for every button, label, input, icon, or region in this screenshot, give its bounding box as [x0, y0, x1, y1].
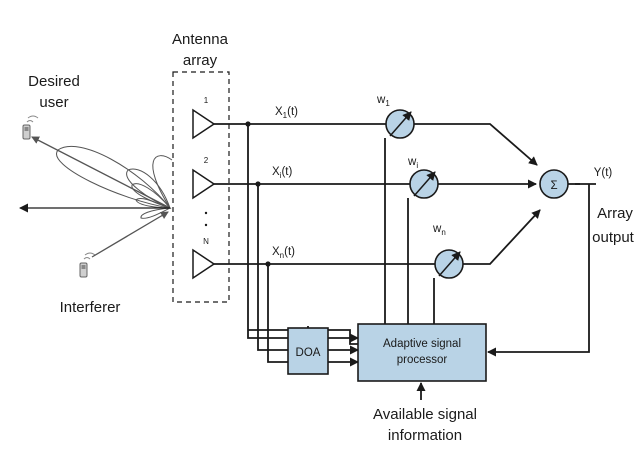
- signal-1-label: X1(t): [275, 106, 298, 120]
- signal-wires: [214, 121, 596, 400]
- antenna-element-n-number: N: [203, 237, 209, 246]
- available-info-label-line2: information: [388, 427, 462, 444]
- output-signal-label: Y(t): [594, 167, 613, 179]
- array-output-label-line2: output: [592, 229, 635, 246]
- summation-node: Σ: [539, 169, 569, 199]
- antenna-element-i: 2: [192, 156, 216, 200]
- antenna-element-1: 1: [192, 96, 216, 140]
- interferer-direction-line: [91, 211, 169, 258]
- antenna-array-label-line2: array: [183, 52, 218, 69]
- processor-label-line1: Adaptive signal: [383, 338, 461, 350]
- antenna-element-n: N: [192, 237, 216, 280]
- weight-n: [434, 249, 464, 279]
- desired-direction-line: [31, 136, 171, 209]
- desired-user-label-line1: Desired: [28, 73, 80, 90]
- weight-1: [385, 109, 415, 139]
- desired-user-phone-icon: [22, 115, 39, 140]
- weight-1-label: w1: [376, 94, 390, 108]
- available-info-label-line1: Available signal: [373, 406, 477, 423]
- antenna-array-label-line1: Antenna: [172, 31, 229, 48]
- desired-user-label-line2: user: [39, 94, 68, 111]
- weight-n-label: wn: [432, 223, 446, 237]
- doa-block: DOA: [287, 327, 329, 375]
- antenna-element-1-number: 1: [204, 96, 209, 105]
- doa-label: DOA: [296, 347, 321, 359]
- signal-i-label: Xi(t): [272, 166, 292, 180]
- antenna-element-i-number: 2: [204, 156, 209, 165]
- processor-label-line2: processor: [397, 354, 448, 366]
- antenna-element-dots: [204, 211, 208, 227]
- weight-i-label: wi: [407, 156, 418, 170]
- summation-symbol: Σ: [550, 180, 557, 192]
- array-output-label-line1: Array: [597, 205, 633, 222]
- weight-i: [409, 169, 439, 199]
- signal-n-label: Xn(t): [272, 246, 295, 260]
- antenna-array-box: [172, 71, 230, 303]
- interferer-label: Interferer: [60, 299, 121, 316]
- interferer-phone-icon: [79, 252, 96, 278]
- adaptive-processor-block: Adaptive signal processor: [357, 323, 487, 382]
